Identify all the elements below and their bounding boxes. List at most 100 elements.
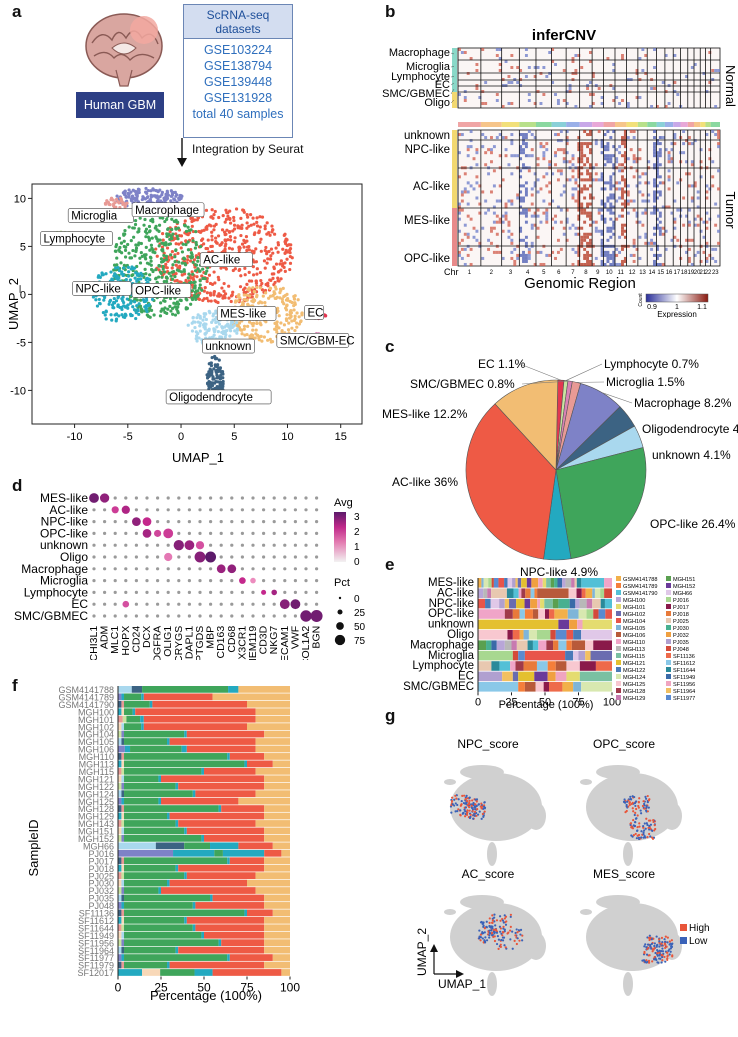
avg-tick: 3 (354, 512, 360, 523)
chr-strip (603, 122, 615, 127)
heatmap-cell (458, 208, 461, 212)
umap-cell-dot (192, 293, 197, 298)
umap-cell-dot (242, 291, 246, 295)
f-row-label: SF11977 (78, 953, 114, 963)
umap-cell-dot (154, 276, 158, 280)
heatmap-cell (475, 148, 479, 152)
score-point (475, 800, 478, 803)
score-point (514, 931, 517, 935)
heatmap-cell (516, 193, 520, 197)
score-point (647, 806, 650, 809)
heatmap-cell (481, 90, 485, 93)
heatmap-cell (571, 223, 575, 227)
umap-cell-dot (275, 330, 279, 334)
heatmap-cell (597, 178, 601, 182)
umap-cell-dot (288, 261, 293, 265)
umap-cell-dot (204, 271, 208, 276)
pie-slice-label: SMC/GBMEC 0.8% (410, 377, 515, 391)
dot-gene-label: DCX (141, 626, 153, 648)
umap-cell-dot (114, 312, 119, 317)
heatmap-cell (583, 220, 587, 224)
umap-silhouette (487, 842, 497, 866)
heatmap-cell (519, 151, 523, 155)
score-point (461, 794, 464, 797)
umap-cell-dot (127, 225, 131, 229)
e-bar-segment (478, 682, 519, 692)
f-tick-label: 50 (197, 981, 211, 995)
score-point (644, 797, 648, 800)
score-point (465, 794, 468, 797)
heatmap-cell (475, 163, 479, 167)
score-point (653, 942, 656, 945)
expression-dot (240, 590, 244, 594)
heatmap-cell (504, 217, 508, 221)
score-point (492, 935, 495, 938)
umap-cell-dot (236, 226, 240, 230)
e-bar-segment (558, 640, 567, 650)
umap-cell-dot (186, 248, 191, 252)
chr-strip (579, 122, 593, 127)
umap-cell-dot (123, 189, 127, 193)
heatmap-cell (673, 235, 677, 239)
umap-cell-dot (270, 339, 275, 344)
f-bar-segment (167, 812, 170, 820)
e-legend-swatch (666, 667, 671, 672)
umap-cell-dot (268, 278, 272, 282)
heatmap-cell (626, 136, 630, 140)
heatmap-cell (466, 202, 470, 206)
umap-cell-dot (213, 299, 217, 303)
umap-cell-dot (200, 274, 204, 278)
umap-cell-dot (205, 381, 210, 385)
f-row-label: PJ032 (88, 886, 114, 896)
e-bar-segment (524, 609, 533, 619)
chr-strip (687, 122, 695, 127)
expression-dot (279, 599, 290, 610)
heatmap-cell (693, 253, 697, 257)
score-point (479, 939, 482, 942)
heatmap-cell (487, 247, 491, 251)
expression-dot (230, 531, 234, 535)
expression-dot (124, 555, 128, 559)
heatmap-cell (510, 54, 514, 57)
heatmap-cell (591, 178, 595, 182)
score-point (647, 961, 651, 964)
f-row-label: MGH151 (78, 827, 114, 837)
e-bar-segment (528, 630, 537, 640)
expression-dot (293, 543, 297, 547)
heatmap-cell (612, 184, 616, 188)
expression-dot (304, 531, 308, 535)
score-point (654, 951, 657, 955)
e-bar-segment (586, 598, 593, 609)
e-legend-swatch (666, 660, 671, 665)
score-point (646, 801, 649, 804)
score-point (655, 944, 658, 947)
heatmap-cell (580, 241, 584, 245)
umap-cell-dot (116, 303, 120, 307)
umap-cell-dot (296, 298, 300, 302)
umap-cell-dot (208, 281, 213, 286)
umap-cell-dot (137, 241, 141, 245)
heatmap-cell (565, 139, 569, 143)
e-bar-segment (521, 578, 527, 588)
cluster-label: AC-like (203, 255, 240, 267)
umap-cell-dot (147, 238, 151, 242)
umap-cell-dot (182, 268, 186, 272)
e-legend-label: SF11956 (673, 682, 695, 688)
umap-cell-dot (213, 281, 217, 285)
e-bar-segment (555, 661, 567, 671)
e-bar-segment (545, 609, 550, 619)
umap-cell-dot (297, 315, 301, 319)
score-point (645, 805, 648, 808)
heatmap-cell (495, 99, 499, 102)
heatmap-cell (524, 136, 528, 140)
heatmap-cell (717, 136, 720, 140)
umap-cell-dot (143, 217, 147, 222)
heatmap-cell (696, 250, 700, 254)
heatmap-cell (577, 136, 581, 140)
umap-cell-dot (186, 240, 190, 244)
heatmap-cell (565, 217, 569, 221)
heatmap-cell (638, 157, 642, 161)
umap-cell-dot (159, 271, 163, 276)
f-bar-segment (218, 805, 222, 812)
heatmap-cell (551, 226, 555, 230)
